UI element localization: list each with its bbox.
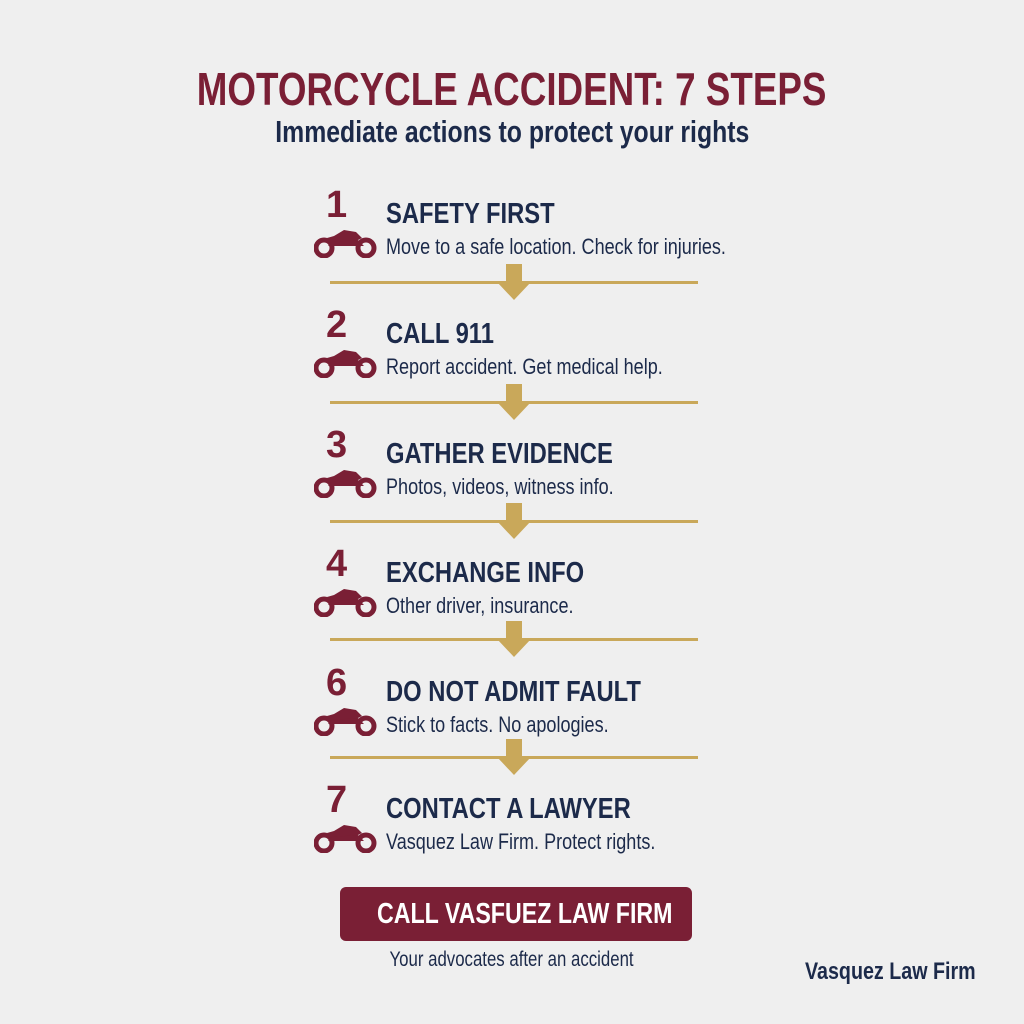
step-description: Photos, videos, witness info. [386, 474, 614, 499]
arrow-down-icon [497, 264, 531, 300]
step-icon: 7 [314, 781, 380, 863]
step-title: DO NOT ADMIT FAULT [386, 676, 641, 708]
arrow-down-icon [497, 384, 531, 420]
step-icon: 1 [314, 186, 380, 268]
step-description: Move to a safe location. Check for injur… [386, 234, 726, 259]
page-title: MOTORCYCLE ACCIDENT: 7 STEPS [197, 63, 827, 115]
step-item: 6 DO NOT ADMIT FAULT Stick to facts. No ap… [314, 664, 734, 756]
step-icon: 3 [314, 426, 380, 508]
step-title: CONTACT A LAWYER [386, 793, 631, 825]
step-number: 2 [326, 304, 348, 346]
step-icon: 2 [314, 306, 380, 388]
step-number: 4 [326, 543, 348, 585]
call-firm-button[interactable]: CALL VASFUEZ LAW FIRM [340, 887, 692, 941]
motorcycle-icon [314, 589, 377, 617]
motorcycle-icon [314, 230, 377, 258]
arrow-down-icon [497, 621, 531, 657]
motorcycle-icon [314, 825, 377, 853]
page-subtitle: Immediate actions to protect your rights [274, 114, 750, 149]
arrow-down-icon [497, 503, 531, 539]
motorcycle-icon [314, 470, 377, 498]
step-item: 4 EXCHANGE INFO Other driver, insurance. [314, 545, 734, 637]
step-description: Report accident. Get medical help. [386, 354, 663, 379]
step-description: Other driver, insurance. [386, 593, 574, 618]
step-item: 7 CONTACT A LAWYER Vasquez Law Firm. Prote… [314, 781, 734, 873]
step-title: EXCHANGE INFO [386, 557, 585, 589]
motorcycle-icon [314, 708, 377, 736]
step-number: 7 [326, 779, 348, 821]
step-number: 1 [326, 184, 348, 226]
step-item: 3 GATHER EVIDENCE Photos, videos, witness … [314, 426, 734, 518]
step-title: SAFETY FIRST [386, 198, 555, 230]
tagline: Your advocates after an accident [389, 948, 635, 971]
step-icon: 4 [314, 545, 380, 627]
step-description: Stick to facts. No apologies. [386, 712, 609, 737]
footer-brand: Vasquez Law Firm [805, 958, 976, 985]
step-icon: 6 [314, 664, 380, 746]
step-number: 6 [326, 662, 348, 704]
arrow-down-icon [497, 739, 531, 775]
step-description: Vasquez Law Firm. Protect rights. [386, 829, 656, 854]
step-title: CALL 911 [386, 318, 494, 350]
motorcycle-icon [314, 350, 377, 378]
step-item: 1 SAFETY FIRST Move to a safe location. Ch… [314, 186, 734, 278]
step-title: GATHER EVIDENCE [386, 438, 613, 470]
step-number: 3 [326, 424, 348, 466]
